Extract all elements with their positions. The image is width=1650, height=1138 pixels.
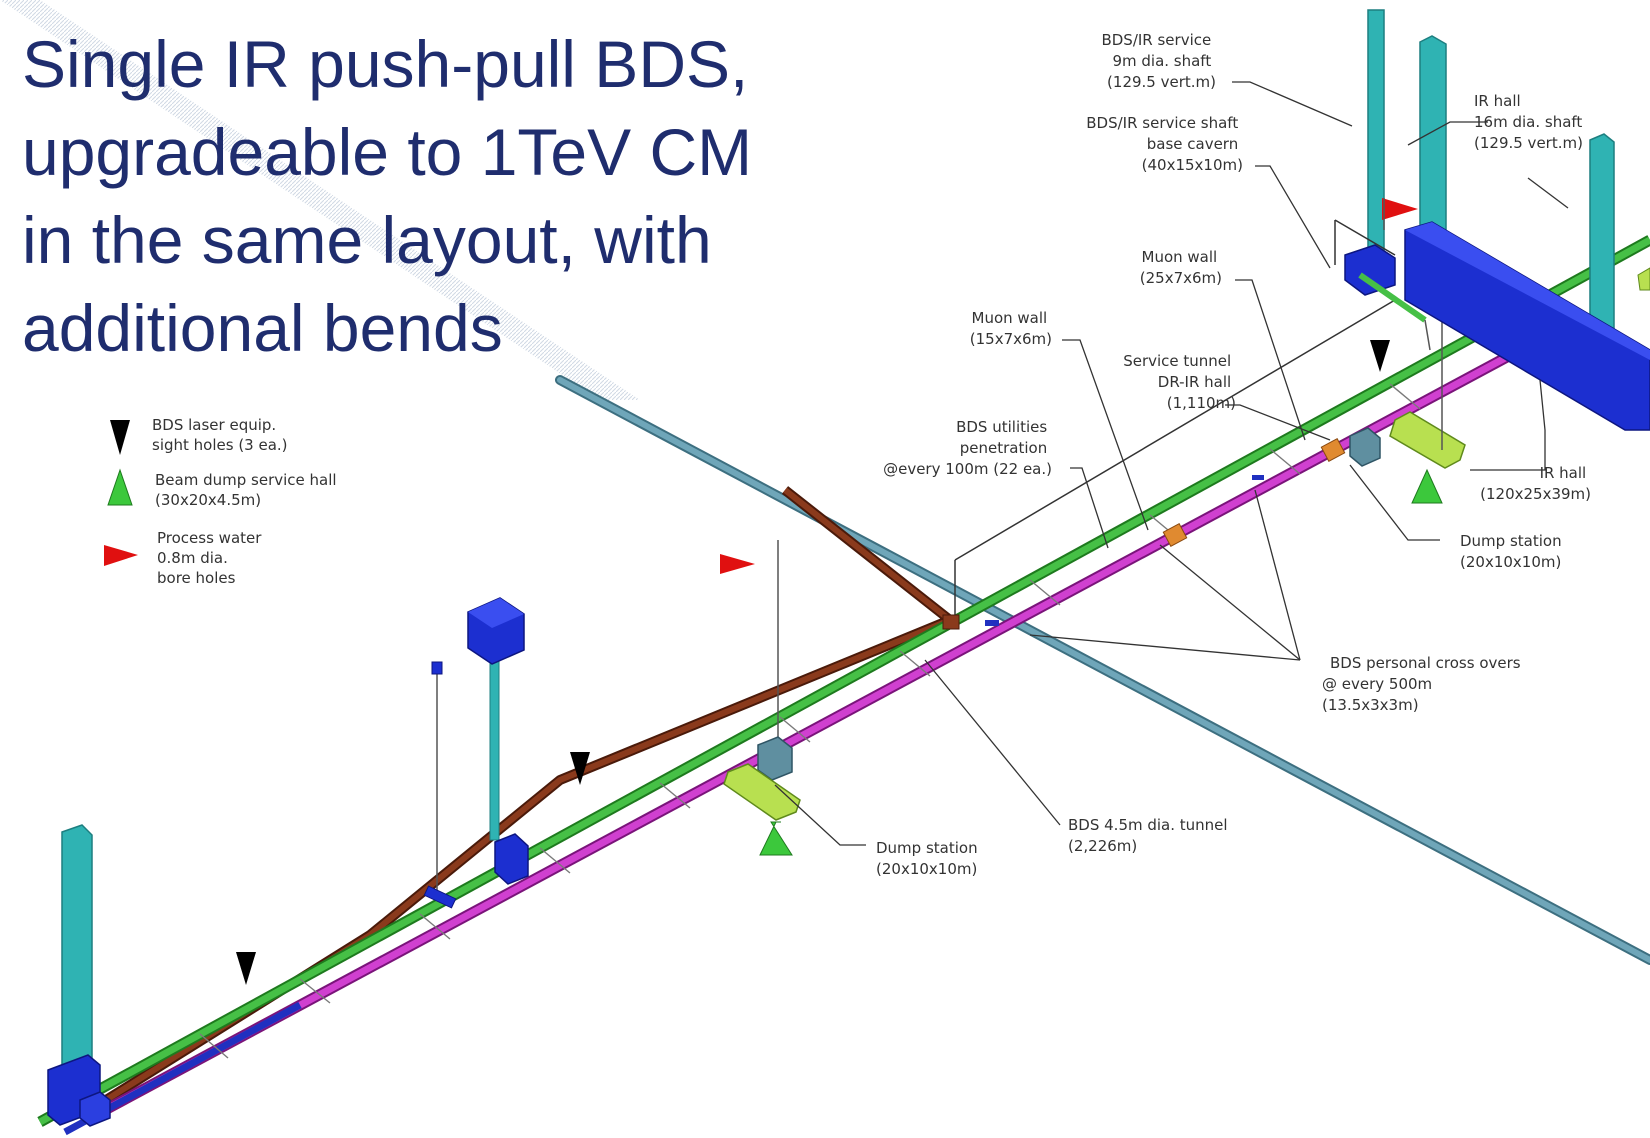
legend-beam-dump-text: Beam dump service hall (30x20x4.5m) xyxy=(155,471,341,509)
background-diagonal-band xyxy=(0,0,640,400)
bds-tunnel-green xyxy=(37,235,1650,1127)
label-muon-wall-large: Muon wall (25x7x6m) xyxy=(1140,248,1222,287)
legend-icons xyxy=(104,420,138,566)
service-hall-shaft-left xyxy=(423,597,529,909)
slide-title: Single IR push-pull BDS, upgradeable to … xyxy=(22,20,902,372)
label-service-tunnel: Service tunnel DR-IR hall (1,110m) xyxy=(1123,352,1236,412)
label-bds-ir-service-shaft-base: BDS/IR service shaft base cavern (40x15x… xyxy=(1086,114,1243,174)
slide-title-line-4: additional bends xyxy=(22,291,503,365)
legend-laser-text: BDS laser equip. sight holes (3 ea.) xyxy=(152,416,288,454)
slide-title-line-2: upgradeable to 1TeV CM xyxy=(22,115,753,189)
label-ir-hall-shaft: IR hall 16m dia. shaft (129.5 vert.m) xyxy=(1474,92,1587,152)
legend-process-water-text: Process water 0.8m dia. bore holes xyxy=(157,529,266,587)
label-ir-hall: IR hall (120x25x39m) xyxy=(1480,464,1591,503)
dump-station-left xyxy=(723,540,801,821)
legend-process-water-marker-icon xyxy=(104,545,138,566)
label-dump-station-right: Dump station (20x10x10m) xyxy=(1460,532,1566,571)
bds-tunnel-magenta xyxy=(63,345,1523,1136)
label-bds-utilities: BDS utilities penetration @every 100m (2… xyxy=(883,418,1052,478)
leader-lines xyxy=(774,81,1569,846)
slide-title-line-3: in the same layout, with xyxy=(22,203,712,277)
legend-beam-dump-marker-icon xyxy=(107,468,133,506)
center-junction xyxy=(942,299,1396,630)
label-dump-station-left: Dump station (20x10x10m) xyxy=(876,839,982,878)
beam-dump-service-hall-markers xyxy=(759,468,1443,856)
laser-sight-hole-markers xyxy=(236,340,1390,985)
process-water-markers xyxy=(720,198,1418,574)
service-tunnel-drir xyxy=(555,375,1650,965)
legend-laser-marker-icon xyxy=(110,420,130,455)
left-shaft xyxy=(47,824,111,1127)
label-muon-wall-small: Muon wall (15x7x6m) xyxy=(970,309,1052,348)
ir-hall-complex xyxy=(1334,9,1650,431)
cross-over-boxes xyxy=(1162,438,1346,547)
label-bds-ir-service-shaft: BDS/IR service 9m dia. shaft (129.5 vert… xyxy=(1101,31,1216,91)
cross-over-ticks xyxy=(199,383,1421,1059)
slide-title-line-1: Single IR push-pull BDS, xyxy=(22,27,749,101)
label-cross-overs: BDS personal cross overs @ every 500m (1… xyxy=(1322,654,1525,714)
label-bds-tunnel: BDS 4.5m dia. tunnel (2,226m) xyxy=(1068,816,1232,855)
